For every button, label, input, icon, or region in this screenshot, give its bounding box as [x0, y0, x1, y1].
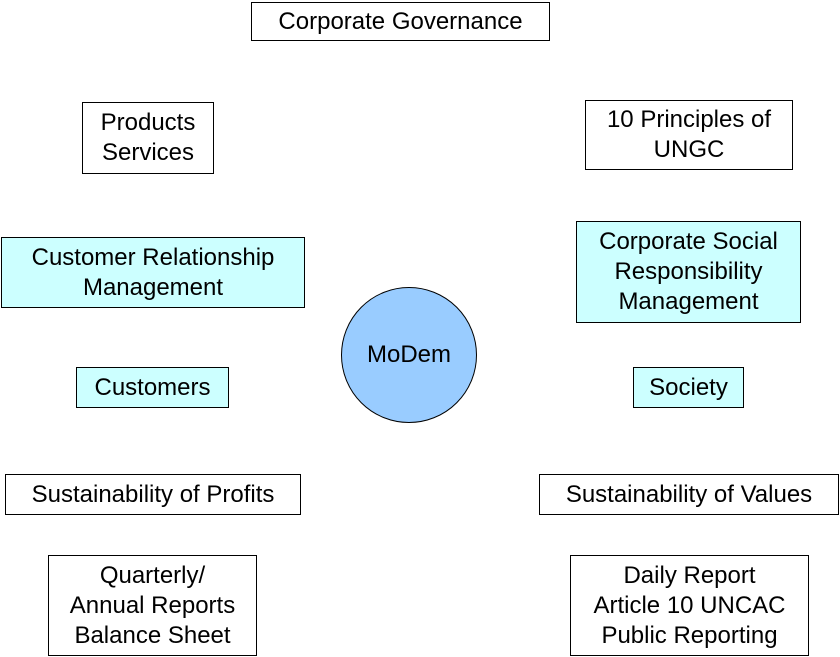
products-services-box: Products Services [82, 102, 214, 174]
corporate-governance-box: Corporate Governance [251, 2, 550, 41]
modem-hub: MoDem [341, 287, 477, 423]
quarterly-annual-reports-box: Quarterly/ Annual Reports Balance Sheet [48, 555, 257, 656]
sustainability-of-values-box: Sustainability of Values [539, 474, 839, 515]
sustainability-of-profits-box: Sustainability of Profits [5, 474, 301, 515]
customer-relationship-management-box: Customer Relationship Management [1, 237, 305, 308]
ungc-principles-box: 10 Principles of UNGC [585, 100, 793, 170]
csr-management-box: Corporate Social Responsibility Manageme… [576, 221, 801, 323]
society-box: Society [633, 367, 744, 408]
daily-report-box: Daily Report Article 10 UNCAC Public Rep… [570, 555, 809, 656]
customers-box: Customers [76, 367, 229, 408]
